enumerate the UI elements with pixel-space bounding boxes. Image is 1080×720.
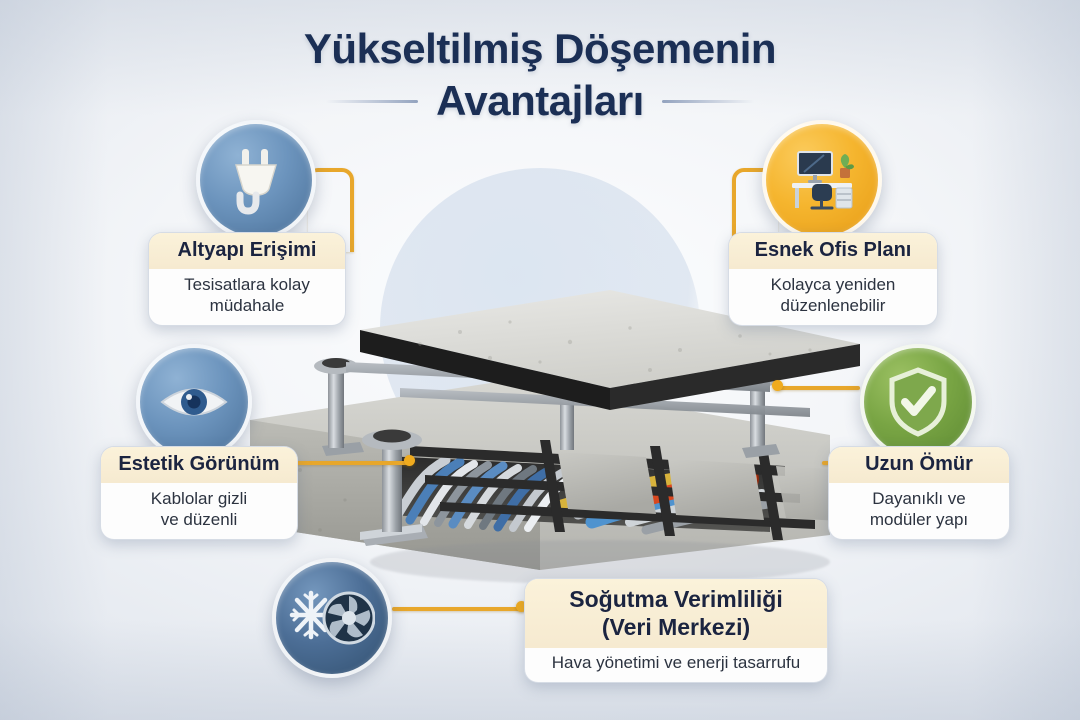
page-title: Yükseltilmiş Döşemenin Avantajları bbox=[0, 24, 1080, 126]
raised-floor-illustration bbox=[210, 270, 870, 590]
shield-check-icon bbox=[889, 367, 947, 437]
icon-circle-estetik-gorunum[interactable] bbox=[136, 344, 252, 460]
benefit-card-altyapi-erisimi[interactable]: Altyapı Erişimi Tesisatlara kolay müdaha… bbox=[148, 232, 346, 326]
power-plug-icon bbox=[235, 149, 277, 215]
benefit-desc-line: Dayanıklı ve bbox=[872, 489, 966, 508]
benefit-desc-estetik-gorunum: Kablolar gizli ve düzenli bbox=[101, 483, 297, 539]
benefit-desc-sogutma-verimliligi: Hava yönetimi ve enerji tasarrufu bbox=[525, 648, 827, 682]
raised-floor-svg bbox=[250, 290, 860, 584]
benefit-card-sogutma-verimliligi[interactable]: Soğutma Verimliliği (Veri Merkezi) Hava … bbox=[524, 578, 828, 683]
benefit-desc-line: müdahale bbox=[209, 296, 285, 315]
title-rule-right bbox=[661, 99, 754, 103]
title-rule-left bbox=[326, 99, 419, 103]
benefit-title-estetik-gorunum: Estetik Görünüm bbox=[101, 447, 297, 483]
eye-icon bbox=[160, 388, 228, 416]
title-line-1: Yükseltilmiş Döşemenin bbox=[303, 25, 777, 72]
benefit-desc-line: Tesisatlara kolay bbox=[184, 275, 310, 294]
icon-circle-altyapi-erisimi[interactable] bbox=[196, 120, 316, 240]
benefit-desc-line: Hava yönetimi ve enerji tasarrufu bbox=[551, 653, 801, 672]
benefit-title-altyapi-erisimi: Altyapı Erişimi bbox=[149, 233, 345, 269]
benefit-desc-esnek-ofis-plani: Kolayca yeniden düzenlenebilir bbox=[729, 269, 937, 325]
benefit-card-estetik-gorunum[interactable]: Estetik Görünüm Kablolar gizli ve düzenl… bbox=[100, 446, 298, 540]
icon-circle-uzun-omur[interactable] bbox=[860, 344, 976, 460]
snowflake-fan-icon bbox=[289, 590, 375, 645]
benefit-desc-line: ve düzenli bbox=[160, 510, 238, 529]
office-desk-icon bbox=[792, 151, 854, 210]
benefit-card-esnek-ofis-plani[interactable]: Esnek Ofis Planı Kolayca yeniden düzenle… bbox=[728, 232, 938, 326]
title-line-2: Avantajları bbox=[436, 77, 644, 124]
benefit-title-sogutma-verimliligi: Soğutma Verimliliği (Veri Merkezi) bbox=[525, 579, 827, 648]
benefit-desc-altyapi-erisimi: Tesisatlara kolay müdahale bbox=[149, 269, 345, 325]
benefit-card-uzun-omur[interactable]: Uzun Ömür Dayanıklı ve modüler yapı bbox=[828, 446, 1010, 540]
benefit-title-esnek-ofis-plani: Esnek Ofis Planı bbox=[729, 233, 937, 269]
benefit-desc-line: Kolayca yeniden bbox=[770, 275, 896, 294]
benefit-desc-line: Kablolar gizli bbox=[150, 489, 248, 508]
benefit-title-main: Soğutma Verimliliği bbox=[569, 586, 783, 612]
benefit-desc-line: düzenlenebilir bbox=[780, 296, 886, 315]
benefit-title-subtitle: (Veri Merkezi) bbox=[601, 614, 751, 640]
icon-circle-sogutma-verimliligi[interactable] bbox=[272, 558, 392, 678]
benefit-title-uzun-omur: Uzun Ömür bbox=[829, 447, 1009, 483]
benefit-desc-line: modüler yapı bbox=[869, 510, 969, 529]
icon-circle-esnek-ofis-plani[interactable] bbox=[762, 120, 882, 240]
benefit-desc-uzun-omur: Dayanıklı ve modüler yapı bbox=[829, 483, 1009, 539]
